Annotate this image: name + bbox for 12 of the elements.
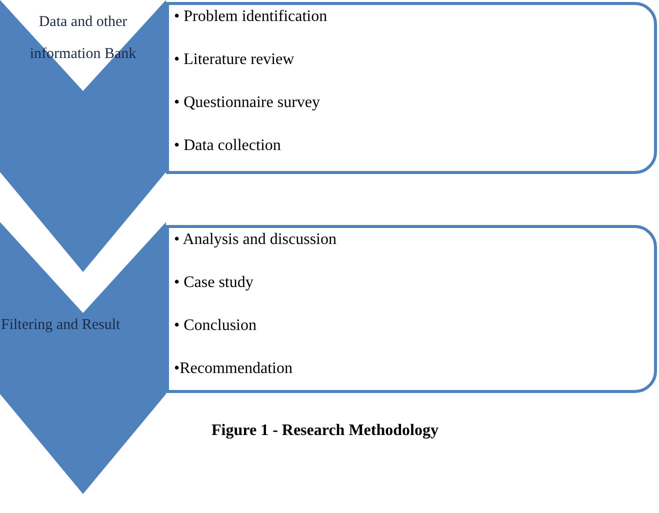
stage-label: Filtering and Result [1,316,122,335]
figure-caption: Figure 1 - Research Methodology [210,421,440,441]
list-item: • Analysis and discussion [174,230,336,250]
content-panel [166,2,657,174]
content-panel [166,225,657,393]
list-item: • Questionnaire survey [174,93,322,113]
list-item: • Conclusion [174,316,258,336]
list-item: • Problem identification [174,7,328,27]
list-item: • Case study [174,273,254,293]
list-item: • Literature review [174,50,296,70]
list-item: •Recommendation [174,359,294,379]
list-item: • Data collection [174,136,282,156]
